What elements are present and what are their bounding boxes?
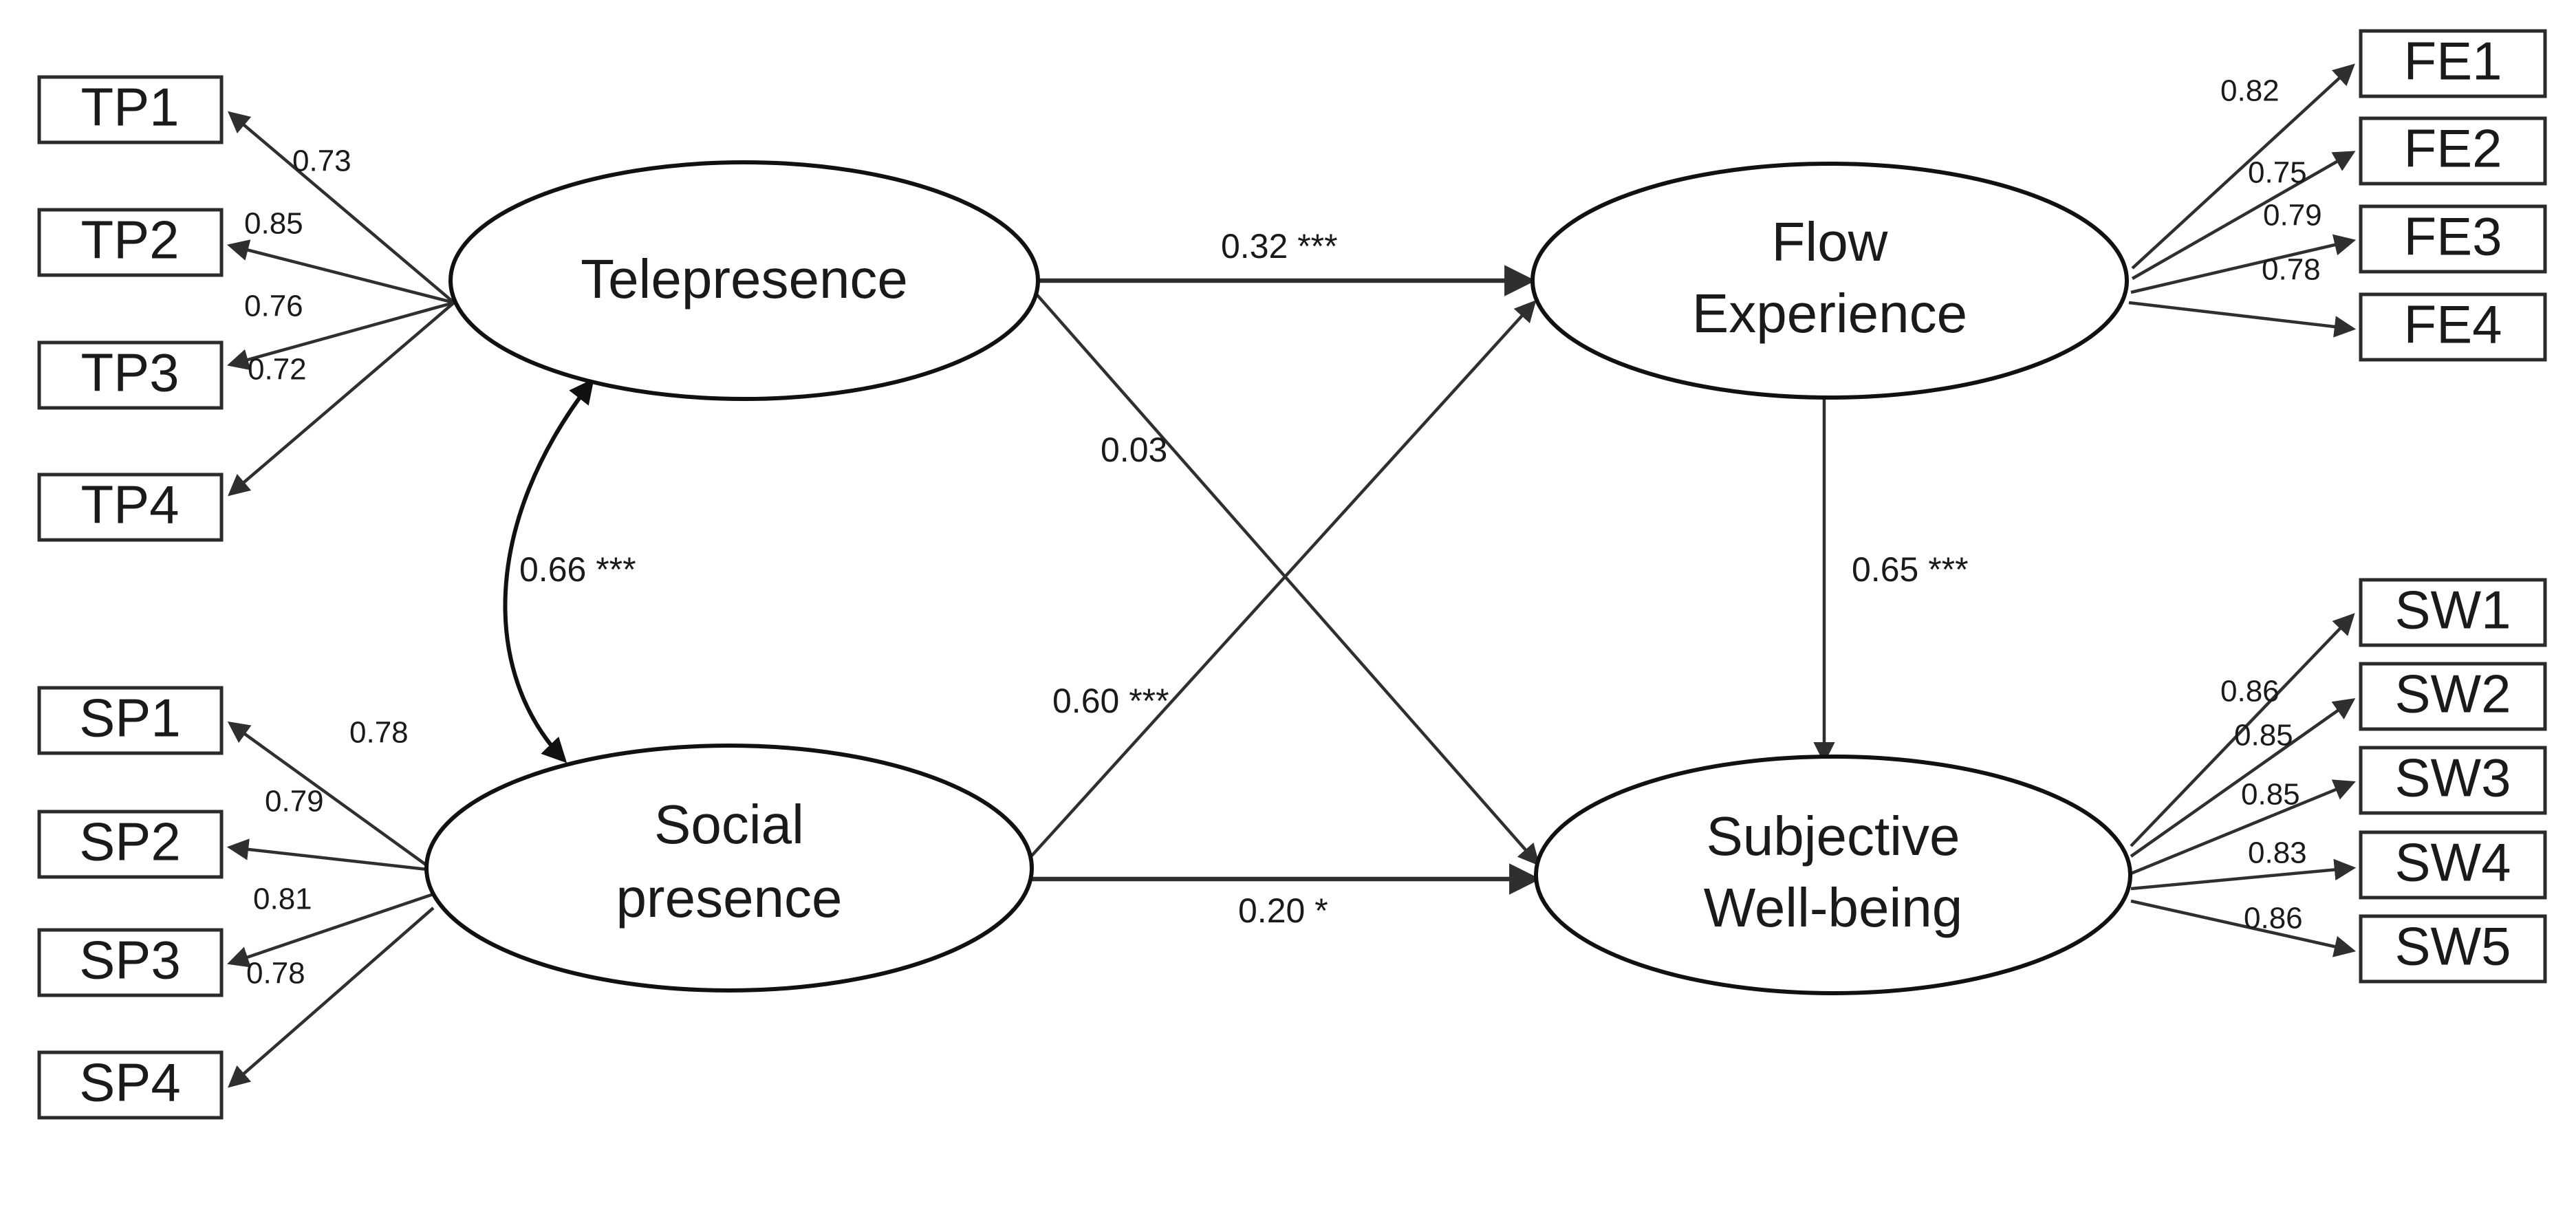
loading-label-tp4: 0.72 bbox=[248, 353, 307, 387]
latent-label-subjective-wellbeing-line2: Well-being bbox=[1704, 877, 1962, 938]
indicator-box-sw1[interactable]: SW1 bbox=[2359, 578, 2547, 647]
latent-node-flow-experience[interactable]: Flow Experience bbox=[1530, 162, 2129, 400]
telepresence-loading-arrows bbox=[226, 111, 455, 497]
indicator-box-sw3[interactable]: SW3 bbox=[2359, 746, 2547, 815]
latent-node-social-presence[interactable]: Social presence bbox=[424, 744, 1034, 993]
telepresence-indicator-group: TP1 TP2 TP3 TP4 bbox=[37, 75, 224, 542]
flow-experience-indicator-group: FE1 FE2 FE3 FE4 bbox=[2359, 29, 2547, 362]
loading-label-sw5: 0.86 bbox=[2244, 902, 2303, 935]
latent-label-subjective-wellbeing-line1: Subjective bbox=[1706, 805, 1960, 867]
loading-label-fe1: 0.82 bbox=[2220, 74, 2280, 108]
indicator-box-fe2[interactable]: FE2 bbox=[2359, 116, 2547, 186]
indicator-box-fe4[interactable]: FE4 bbox=[2359, 292, 2547, 362]
loading-arrow-fe3[interactable] bbox=[2130, 234, 2357, 294]
loading-label-fe4: 0.78 bbox=[2262, 253, 2321, 287]
loading-label-tp3: 0.76 bbox=[244, 290, 303, 323]
loading-arrow-sw3[interactable] bbox=[2130, 779, 2356, 876]
indicator-label: TP2 bbox=[80, 210, 179, 270]
indicator-label: TP4 bbox=[80, 475, 179, 535]
indicator-box-tp1[interactable]: TP1 bbox=[37, 75, 224, 144]
indicator-label: SW4 bbox=[2394, 832, 2511, 893]
path-label-fe-to-swb: 0.65 *** bbox=[1852, 550, 1969, 589]
indicator-box-sp3[interactable]: SP3 bbox=[37, 928, 224, 997]
social-presence-loading-arrows bbox=[226, 721, 435, 1088]
loading-label-fe3: 0.79 bbox=[2263, 199, 2322, 232]
indicator-label: TP1 bbox=[80, 77, 179, 138]
path-label-sp-to-swb: 0.20 * bbox=[1238, 891, 1328, 930]
indicator-label: SW5 bbox=[2394, 916, 2511, 977]
path-label-tp-to-fe: 0.32 *** bbox=[1221, 227, 1338, 265]
indicator-label: FE2 bbox=[2403, 118, 2502, 179]
indicator-box-sp4[interactable]: SP4 bbox=[37, 1050, 224, 1120]
path-label-tp-to-swb: 0.03 bbox=[1101, 431, 1167, 469]
indicator-box-sp1[interactable]: SP1 bbox=[37, 686, 224, 755]
loading-label-tp2: 0.85 bbox=[244, 207, 303, 241]
loading-label-fe2: 0.75 bbox=[2248, 156, 2307, 190]
loading-arrow-sw2[interactable] bbox=[2130, 697, 2356, 858]
subjective-wellbeing-indicator-group: SW1 SW2 SW3 SW4 SW5 bbox=[2359, 578, 2547, 984]
loading-label-sw2: 0.85 bbox=[2234, 719, 2293, 752]
loading-arrow-sw1[interactable] bbox=[2130, 613, 2355, 847]
indicator-box-sw5[interactable]: SW5 bbox=[2359, 914, 2547, 984]
latent-label-telepresence: Telepresence bbox=[581, 248, 908, 310]
indicator-box-sp2[interactable]: SP2 bbox=[37, 810, 224, 879]
loading-arrow-tp2[interactable] bbox=[226, 239, 455, 305]
indicator-label: SP2 bbox=[79, 812, 180, 872]
loading-arrow-tp1[interactable] bbox=[227, 111, 455, 304]
loading-arrow-sp4[interactable] bbox=[228, 907, 435, 1088]
latent-label-flow-experience-line1: Flow bbox=[1772, 211, 1888, 272]
indicator-label: SW3 bbox=[2394, 748, 2511, 808]
indicator-box-sw2[interactable]: SW2 bbox=[2359, 662, 2547, 731]
indicator-label: SW2 bbox=[2394, 664, 2511, 724]
indicator-label: SP3 bbox=[79, 930, 180, 990]
loading-label-tp1: 0.73 bbox=[292, 144, 351, 178]
indicator-label: SP4 bbox=[79, 1052, 180, 1113]
loading-arrow-sp1[interactable] bbox=[227, 721, 435, 871]
loading-label-sw1: 0.86 bbox=[2220, 675, 2280, 708]
latent-node-subjective-wellbeing[interactable]: Subjective Well-being bbox=[1534, 755, 2132, 995]
loading-label-sp1: 0.78 bbox=[349, 716, 409, 750]
loading-label-sp3: 0.81 bbox=[253, 882, 312, 916]
indicator-label: SW1 bbox=[2394, 580, 2511, 640]
indicator-label: FE4 bbox=[2403, 294, 2502, 355]
indicator-label: FE1 bbox=[2403, 31, 2502, 91]
latent-label-social-presence-line1: Social bbox=[654, 794, 804, 855]
loading-arrow-sp2[interactable] bbox=[226, 838, 434, 872]
indicator-box-fe3[interactable]: FE3 bbox=[2359, 204, 2547, 274]
latent-node-telepresence[interactable]: Telepresence bbox=[448, 160, 1040, 401]
indicator-label: TP3 bbox=[80, 343, 179, 403]
indicator-label: FE3 bbox=[2403, 206, 2502, 267]
loading-label-sp4: 0.78 bbox=[246, 957, 305, 990]
covariance-label-tp-sp: 0.66 *** bbox=[519, 550, 636, 589]
loading-arrow-tp3[interactable] bbox=[226, 301, 455, 371]
loading-label-sw3: 0.85 bbox=[2241, 778, 2300, 812]
latent-label-social-presence-line2: presence bbox=[616, 867, 842, 929]
social-presence-indicator-group: SP1 SP2 SP3 SP4 bbox=[37, 686, 224, 1120]
loading-arrow-fe4[interactable] bbox=[2128, 301, 2357, 338]
flow-experience-loading-arrows bbox=[2128, 63, 2357, 338]
indicator-box-tp2[interactable]: TP2 bbox=[37, 208, 224, 277]
loading-arrow-sp3[interactable] bbox=[227, 892, 434, 968]
indicator-box-fe1[interactable]: FE1 bbox=[2359, 29, 2547, 98]
indicator-box-tp3[interactable]: TP3 bbox=[37, 340, 224, 410]
loading-label-sw4: 0.83 bbox=[2248, 836, 2307, 870]
indicator-label: SP1 bbox=[79, 688, 180, 748]
loading-arrow-sw5[interactable] bbox=[2130, 899, 2357, 957]
loading-arrow-fe2[interactable] bbox=[2131, 151, 2356, 280]
indicator-box-tp4[interactable]: TP4 bbox=[37, 473, 224, 542]
covariance-path-tp-sp[interactable] bbox=[503, 378, 594, 763]
latent-label-flow-experience-line2: Experience bbox=[1692, 283, 1967, 344]
loading-arrow-fe1[interactable] bbox=[2131, 63, 2355, 270]
loading-arrow-sw4[interactable] bbox=[2130, 858, 2357, 891]
loading-label-sp2: 0.79 bbox=[265, 785, 324, 819]
subjective-wellbeing-loading-arrows bbox=[2130, 613, 2357, 957]
path-label-sp-to-fe: 0.60 *** bbox=[1052, 682, 1169, 720]
indicator-box-sw4[interactable]: SW4 bbox=[2359, 830, 2547, 900]
structural-path-sp-to-fe[interactable] bbox=[1024, 300, 1537, 865]
loading-arrow-tp4[interactable] bbox=[228, 301, 455, 497]
